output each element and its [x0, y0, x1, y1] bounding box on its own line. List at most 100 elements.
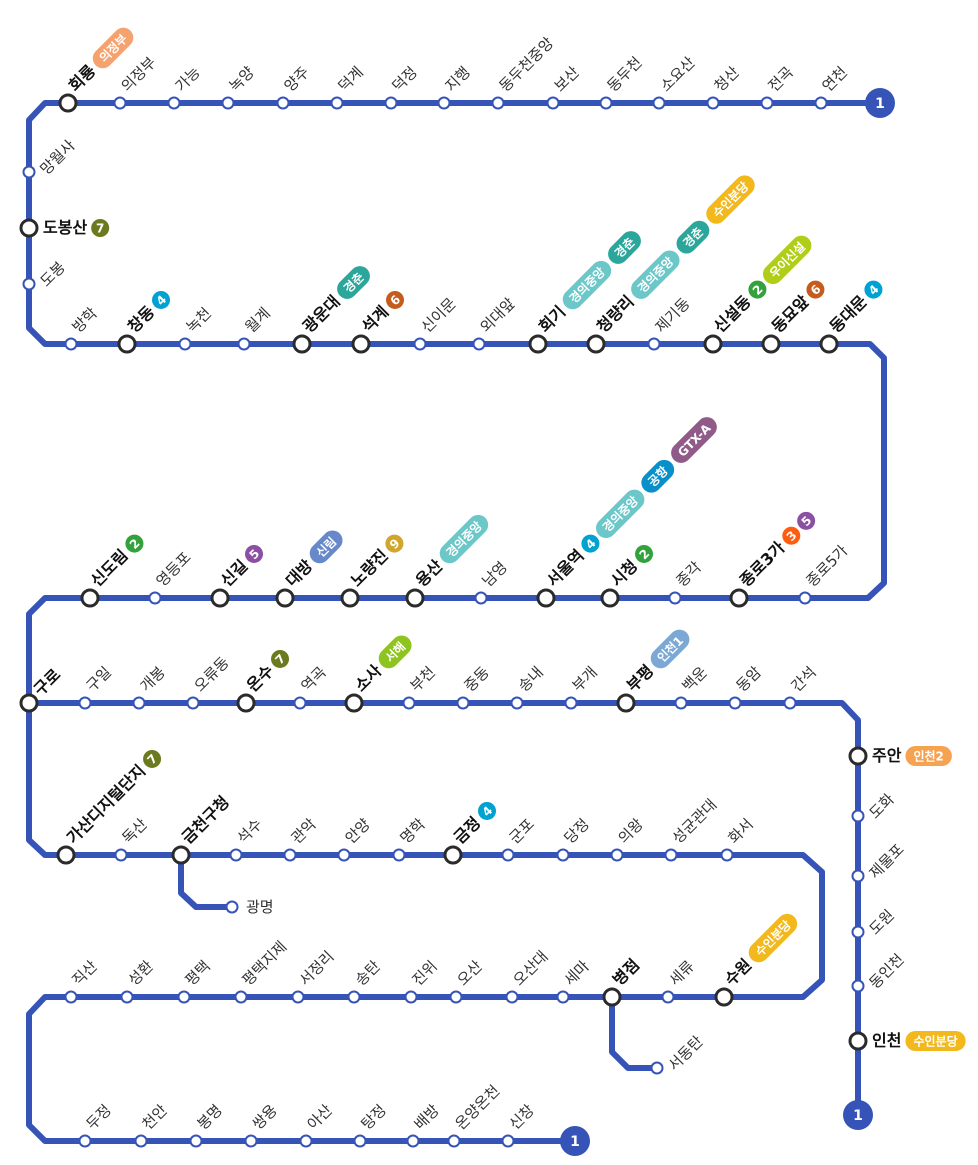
station-marker	[347, 990, 361, 1004]
line-badge-pill	[650, 629, 690, 669]
station-label-group: 석계6	[358, 290, 405, 336]
station-label-group: 영등포	[153, 548, 195, 590]
station-label-group: 남영	[479, 558, 511, 590]
station-44[interactable]: 종로5가	[798, 541, 852, 605]
station-marker	[167, 96, 181, 110]
station-name: 의정부	[118, 53, 160, 95]
station-label-group: 평택	[182, 957, 214, 989]
station-label-group: 천안	[139, 1101, 171, 1133]
transfer-station-marker	[58, 93, 78, 113]
station-name: 부천	[407, 663, 439, 695]
station-label-group: 오산	[454, 957, 486, 989]
station-marker	[728, 696, 742, 710]
station-name: 수원	[721, 955, 755, 989]
line-badge-pill	[337, 266, 370, 299]
station-label-group: 보산	[551, 63, 583, 95]
station-marker	[814, 96, 828, 110]
transfer-station-marker	[344, 693, 364, 713]
station-label-group: 지행	[442, 63, 474, 95]
transfer-station-marker	[819, 334, 839, 354]
transfer-station-marker	[729, 588, 749, 608]
station-marker	[293, 696, 307, 710]
transfer-station-marker	[117, 334, 137, 354]
station-marker	[276, 96, 290, 110]
station-label-group: 신창	[506, 1101, 538, 1133]
station-marker	[720, 848, 734, 862]
station-name: 소사	[351, 661, 385, 695]
station-label-group: 당정	[561, 815, 593, 847]
station-name: 신도림	[87, 546, 132, 591]
line-badge-label: 우이신설	[766, 239, 808, 281]
station-label-group: 세류	[666, 957, 698, 989]
station-label-group: 송탄	[352, 957, 384, 989]
station-name: 송탄	[352, 957, 384, 989]
station-label-group: 평택지제	[239, 938, 291, 990]
station-marker	[664, 848, 678, 862]
line-3-badge-icon	[782, 526, 801, 545]
station-9[interactable]: 동두천중앙	[491, 34, 558, 110]
transfer-station-marker	[600, 588, 620, 608]
station-name: 도원	[866, 906, 898, 938]
station-name: 동두천중앙	[496, 34, 558, 96]
station-name: 석수	[234, 815, 266, 847]
station-label-group: 온양온천	[452, 1082, 504, 1134]
station-label-group: 배방	[411, 1101, 443, 1133]
station-name: 도봉산	[43, 218, 87, 237]
transfer-station-marker	[848, 746, 868, 766]
station-label-group: 신이문	[418, 294, 460, 336]
station-93[interactable]: 서동탄	[650, 1032, 707, 1075]
station-label-group: 두정	[83, 1101, 115, 1133]
track-segment	[609, 994, 660, 1071]
station-83[interactable]: 평택지제	[234, 938, 291, 1004]
station-marker	[449, 990, 463, 1004]
line-badge-pill	[706, 175, 755, 224]
line-badge-pill	[905, 746, 952, 766]
station-101[interactable]: 온양온천	[447, 1082, 504, 1148]
station-77[interactable]: 성균관대	[664, 796, 721, 862]
station-label-group: 탕정	[358, 1101, 390, 1133]
transfer-station-marker	[292, 334, 312, 354]
station-label-group: 도원	[866, 906, 898, 938]
station-label-group: 녹양	[226, 63, 258, 95]
station-label-group: 종로5가	[803, 541, 852, 590]
station-name: 당정	[561, 815, 593, 847]
line-number-label: 1	[853, 1108, 863, 1124]
station-marker	[229, 848, 243, 862]
station-label-group: 동인천	[866, 950, 908, 992]
station-name: 지행	[442, 63, 474, 95]
line-badge-label: 경의중앙	[599, 493, 641, 535]
station-marker	[22, 277, 36, 291]
transfer-station-marker	[171, 845, 191, 865]
station-label-group: 송내	[515, 663, 547, 695]
station-label-group: 망월사	[37, 136, 79, 178]
station-label-group: 석수	[234, 815, 266, 847]
station-label-group: 오산대	[510, 947, 552, 989]
station-marker	[113, 96, 127, 110]
station-79[interactable]: 광명	[225, 898, 274, 916]
line-badge-label: 수인분당	[710, 179, 752, 221]
station-marker	[413, 337, 427, 351]
station-name: 배방	[411, 1101, 443, 1133]
station-marker	[244, 1134, 258, 1148]
station-label-group: 도봉	[37, 258, 69, 290]
station-label-group: 방학	[69, 304, 101, 336]
station-marker	[402, 696, 416, 710]
station-marker	[392, 848, 406, 862]
